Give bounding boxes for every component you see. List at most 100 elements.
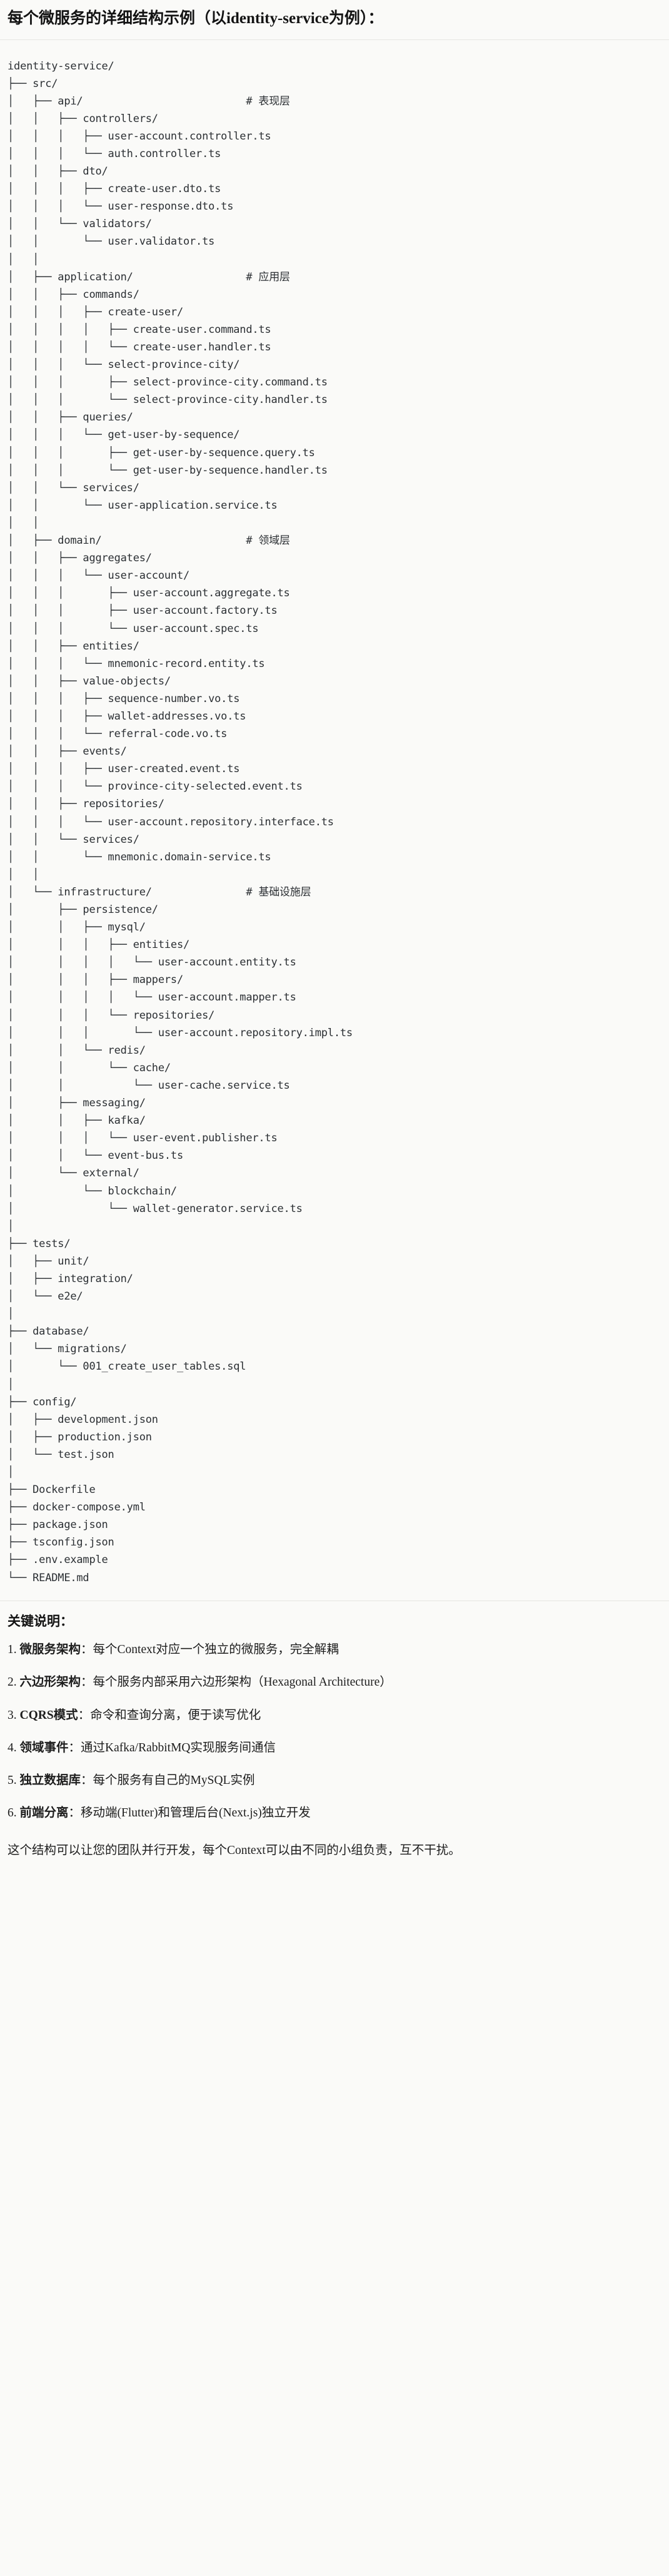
tree-line: │ │ │ └── repositories/ <box>8 1009 215 1022</box>
key-note-number: 3. <box>8 1708 20 1722</box>
tree-line: │ │ └── user.validator.ts <box>8 235 215 248</box>
tree-line: ├── src/ <box>8 77 58 90</box>
tree-line: │ │ │ │ └── create-user.handler.ts <box>8 341 271 354</box>
tree-line: │ │ │ └── province-city-selected.event.t… <box>8 780 303 793</box>
tree-line: │ │ ├── kafka/ <box>8 1114 146 1128</box>
tree-line: │ │ │ └── get-user-by-sequence/ <box>8 429 240 442</box>
tree-line: ├── database/ <box>8 1325 89 1338</box>
key-note-description: 每个服务有自己的MySQL实例 <box>93 1774 255 1788</box>
key-note-description: 每个Context对应一个独立的微服务，完全解耦 <box>93 1643 339 1657</box>
key-note-item: 3. CQRS模式：命令和查询分离，便于读写优化 <box>8 1706 661 1724</box>
tree-line: │ │ └── cache/ <box>8 1061 171 1074</box>
key-note-separator: ： <box>81 1676 93 1689</box>
key-note-number: 2. <box>8 1676 20 1689</box>
tree-line: │ │ │ └── auth.controller.ts <box>8 147 221 160</box>
tree-line: │ │ │ │ ├── create-user.command.ts <box>8 323 271 336</box>
tree-line: │ ├── development.json <box>8 1413 158 1426</box>
tree-line: │ │ └── mnemonic.domain-service.ts <box>8 850 271 863</box>
tree-line: │ │ <box>8 516 39 529</box>
closing-statement: 这个结构可以让您的团队并行开发，每个Context可以由不同的小组负责，互不干扰… <box>8 1843 461 1857</box>
key-notes-heading: 关键说明： <box>8 1613 73 1629</box>
tree-line: │ │ └── event-bus.ts <box>8 1149 183 1163</box>
page-title: 每个微服务的详细结构示例（以identity-service为例）： <box>8 10 384 27</box>
tree-line: ├── docker-compose.yml <box>8 1501 146 1514</box>
tree-line: │ │ │ ├── wallet-addresses.vo.ts <box>8 710 246 723</box>
tree-line: │ │ │ ├── select-province-city.command.t… <box>8 376 328 389</box>
tree-line: │ └── 001_create_user_tables.sql <box>8 1360 246 1373</box>
tree-line: │ │ └── services/ <box>8 833 139 846</box>
tree-line: │ <box>8 1308 14 1321</box>
tree-line: │ │ ├── value-objects/ <box>8 675 171 688</box>
tree-line: │ │ │ ├── user-account.factory.ts <box>8 604 278 618</box>
tree-line: ├── .env.example <box>8 1554 108 1567</box>
tree-line: │ └── infrastructure/ # 基础设施层 <box>8 885 311 899</box>
tree-line: │ │ ├── controllers/ <box>8 112 158 125</box>
key-note-item: 6. 前端分离：移动端(Flutter)和管理后台(Next.js)独立开发 <box>8 1804 661 1822</box>
tree-line: │ │ │ └── referral-code.vo.ts <box>8 728 228 741</box>
title-section: 每个微服务的详细结构示例（以identity-service为例）： <box>0 0 669 40</box>
tree-line: │ │ └── user-cache.service.ts <box>8 1079 290 1092</box>
directory-tree-section: identity-service/├── src/│ ├── api/ # 表现… <box>0 39 669 1601</box>
key-note-description: 命令和查询分离，便于读写优化 <box>90 1708 261 1722</box>
tree-line: │ │ │ └── mnemonic-record.entity.ts <box>8 657 265 670</box>
key-note-item: 4. 领域事件：通过Kafka/RabbitMQ实现服务间通信 <box>8 1739 661 1757</box>
tree-line: ├── tests/ <box>8 1237 71 1250</box>
tree-line: │ └── wallet-generator.service.ts <box>8 1202 303 1215</box>
tree-line-comment: # 应用层 <box>246 270 290 283</box>
key-note-term: 独立数据库 <box>19 1774 81 1788</box>
tree-line: │ ├── messaging/ <box>8 1097 146 1110</box>
key-note-term: 领域事件 <box>19 1741 69 1754</box>
tree-line: │ │ ├── repositories/ <box>8 798 164 811</box>
tree-line: │ │ │ └── user-response.dto.ts <box>8 200 234 213</box>
tree-line: │ │ ├── commands/ <box>8 288 139 301</box>
key-note-description: 每个服务内部采用六边形架构（Hexagonal Architecture） <box>93 1676 392 1689</box>
tree-line: │ │ <box>8 868 39 881</box>
tree-line: │ │ │ ├── create-user.dto.ts <box>8 183 221 196</box>
key-note-term: 微服务架构 <box>19 1643 81 1657</box>
tree-line: │ │ ├── dto/ <box>8 165 108 178</box>
tree-line: │ ├── domain/ # 领域层 <box>8 534 290 547</box>
key-note-separator: ： <box>81 1643 93 1657</box>
tree-line: │ │ │ ├── entities/ <box>8 939 190 952</box>
tree-line: │ <box>8 1378 14 1391</box>
key-note-term: 前端分离 <box>19 1806 69 1820</box>
key-note-number: 6. <box>8 1806 20 1820</box>
tree-line-comment: # 基础设施层 <box>246 885 311 899</box>
tree-line: └── README.md <box>8 1571 89 1584</box>
tree-line: │ ├── integration/ <box>8 1272 133 1285</box>
tree-line: │ │ │ │ └── user-account.mapper.ts <box>8 991 296 1004</box>
tree-line: ├── package.json <box>8 1519 108 1532</box>
tree-line: │ │ ├── aggregates/ <box>8 552 152 565</box>
tree-line: ├── tsconfig.json <box>8 1536 114 1549</box>
tree-line: │ │ └── user-application.service.ts <box>8 499 278 512</box>
key-note-number: 4. <box>8 1741 20 1754</box>
tree-line: │ │ ├── events/ <box>8 745 127 758</box>
key-note-term: 六边形架构 <box>19 1676 81 1689</box>
tree-line: │ └── test.json <box>8 1448 114 1461</box>
tree-line: │ │ │ ├── user-account.aggregate.ts <box>8 587 290 600</box>
tree-line-comment: # 领域层 <box>246 534 290 547</box>
key-note-separator: ： <box>78 1708 91 1722</box>
key-note-term: CQRS模式 <box>19 1708 78 1722</box>
tree-line: │ │ └── validators/ <box>8 218 152 231</box>
tree-line: │ ├── api/ # 表现层 <box>8 94 290 108</box>
key-note-description: 通过Kafka/RabbitMQ实现服务间通信 <box>81 1741 276 1754</box>
tree-line: │ ├── unit/ <box>8 1255 89 1268</box>
tree-line: ├── config/ <box>8 1395 77 1408</box>
key-note-number: 1. <box>8 1643 20 1657</box>
tree-line: │ │ │ └── user-account.repository.interf… <box>8 815 334 828</box>
tree-line: │ │ │ └── user-event.publisher.ts <box>8 1132 278 1145</box>
tree-line: │ │ │ │ └── user-account.entity.ts <box>8 956 296 969</box>
key-note-number: 5. <box>8 1774 20 1788</box>
tree-line: │ <box>8 1219 14 1233</box>
tree-line: │ │ │ ├── mappers/ <box>8 974 183 987</box>
key-note-separator: ： <box>68 1806 81 1820</box>
tree-line: │ └── migrations/ <box>8 1343 127 1356</box>
tree-line: │ <box>8 1466 14 1479</box>
tree-line: │ │ └── services/ <box>8 481 139 494</box>
key-note-item: 5. 独立数据库：每个服务有自己的MySQL实例 <box>8 1771 661 1789</box>
key-note-separator: ： <box>68 1741 81 1754</box>
tree-line-comment: # 表现层 <box>246 94 290 108</box>
